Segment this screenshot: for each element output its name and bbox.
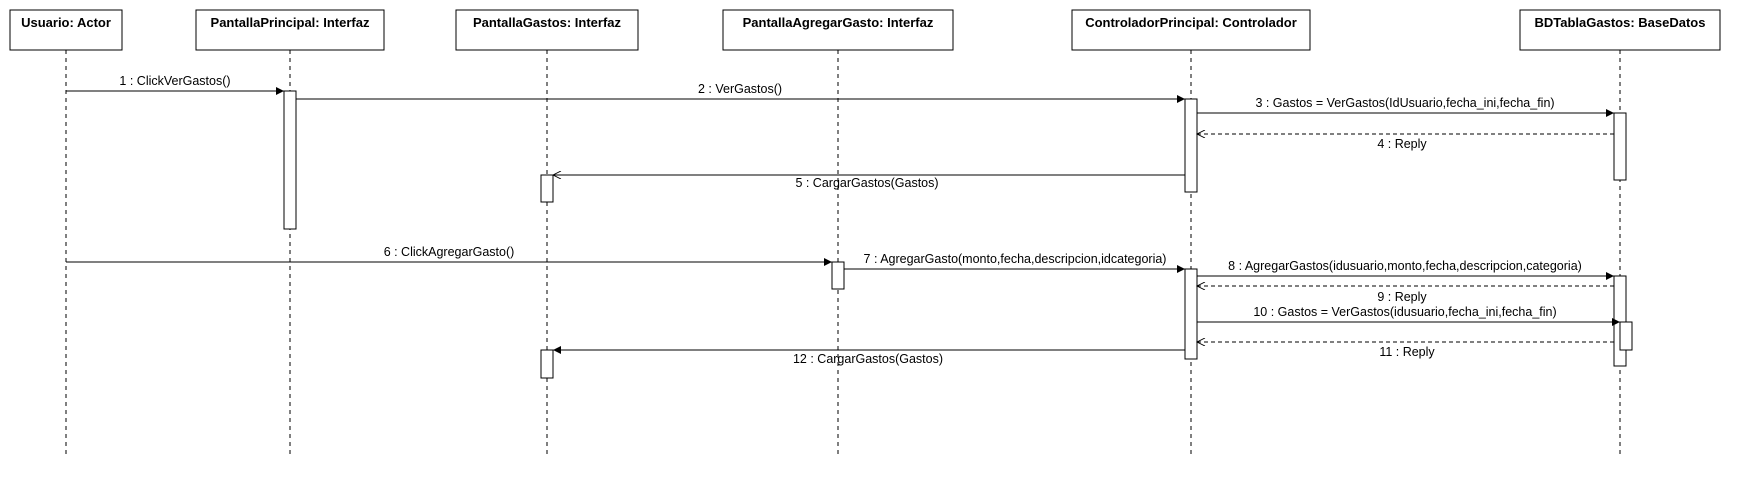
message-label: 3 : Gastos = VerGastos(IdUsuario,fecha_i… [1255,96,1554,110]
lifeline-header[interactable] [722,9,954,51]
message-label: 7 : AgregarGasto(monto,fecha,descripcion… [864,252,1167,266]
message-4: 4 : Reply [1197,134,1614,151]
message-3: 3 : Gastos = VerGastos(IdUsuario,fecha_i… [1197,96,1614,117]
message-label: 5 : CargarGastos(Gastos) [795,176,938,190]
message-1: 1 : ClickVerGastos() [66,74,284,95]
activation-bar-gastos [540,349,554,379]
activation-bar-principal [283,90,297,230]
lifeline-title: PantallaGastos: Interfaz [473,15,622,30]
lifeline-gastos: PantallaGastos: Interfaz [455,9,639,455]
lifeline-header[interactable] [455,9,639,51]
message-label: 12 : CargarGastos(Gastos) [793,352,943,366]
message-9: 9 : Reply [1197,286,1614,304]
message-8: 8 : AgregarGastos(idusuario,monto,fecha,… [1197,259,1614,280]
message-7: 7 : AgregarGasto(monto,fecha,descripcion… [844,252,1185,273]
activation-bar-bd [1613,112,1627,181]
activation-bar-agregar [831,261,845,290]
message-label: 8 : AgregarGastos(idusuario,monto,fecha,… [1228,259,1582,273]
lifeline-agregar: PantallaAgregarGasto: Interfaz [722,9,954,455]
message-12: 12 : CargarGastos(Gastos) [553,346,1185,366]
activation-bar-gastos [540,174,554,203]
lifeline-header[interactable] [1519,9,1721,51]
lifeline-title: BDTablaGastos: BaseDatos [1535,15,1706,30]
message-5: 5 : CargarGastos(Gastos) [553,175,1185,190]
message-label: 11 : Reply [1379,345,1435,359]
lifeline-usuario: Usuario: Actor [9,9,123,455]
message-label: 4 : Reply [1377,137,1427,151]
lifeline-title: Usuario: Actor [21,15,111,30]
lifeline-header[interactable] [195,9,385,51]
lifeline-bd: BDTablaGastos: BaseDatos [1519,9,1721,455]
message-label: 9 : Reply [1377,290,1427,304]
lifeline-title: PantallaAgregarGasto: Interfaz [743,15,934,30]
lifeline-controlador: ControladorPrincipal: Controlador [1071,9,1311,455]
message-2: 2 : VerGastos() [296,82,1185,103]
lifeline-title: PantallaPrincipal: Interfaz [211,15,370,30]
activation-bar-controlador [1184,98,1198,193]
message-label: 10 : Gastos = VerGastos(idusuario,fecha_… [1253,305,1556,319]
activation-bar-bd [1613,275,1627,367]
lifeline-header[interactable] [9,9,123,51]
message-6: 6 : ClickAgregarGasto() [66,245,832,266]
message-label: 1 : ClickVerGastos() [119,74,230,88]
activation-bar-bd-nested [1619,321,1633,351]
message-10: 10 : Gastos = VerGastos(idusuario,fecha_… [1197,305,1620,326]
message-11: 11 : Reply [1197,342,1614,359]
lifeline-title: ControladorPrincipal: Controlador [1085,15,1297,30]
message-label: 2 : VerGastos() [698,82,782,96]
message-label: 6 : ClickAgregarGasto() [384,245,515,259]
activation-bar-controlador [1184,268,1198,360]
lifeline-header[interactable] [1071,9,1311,51]
